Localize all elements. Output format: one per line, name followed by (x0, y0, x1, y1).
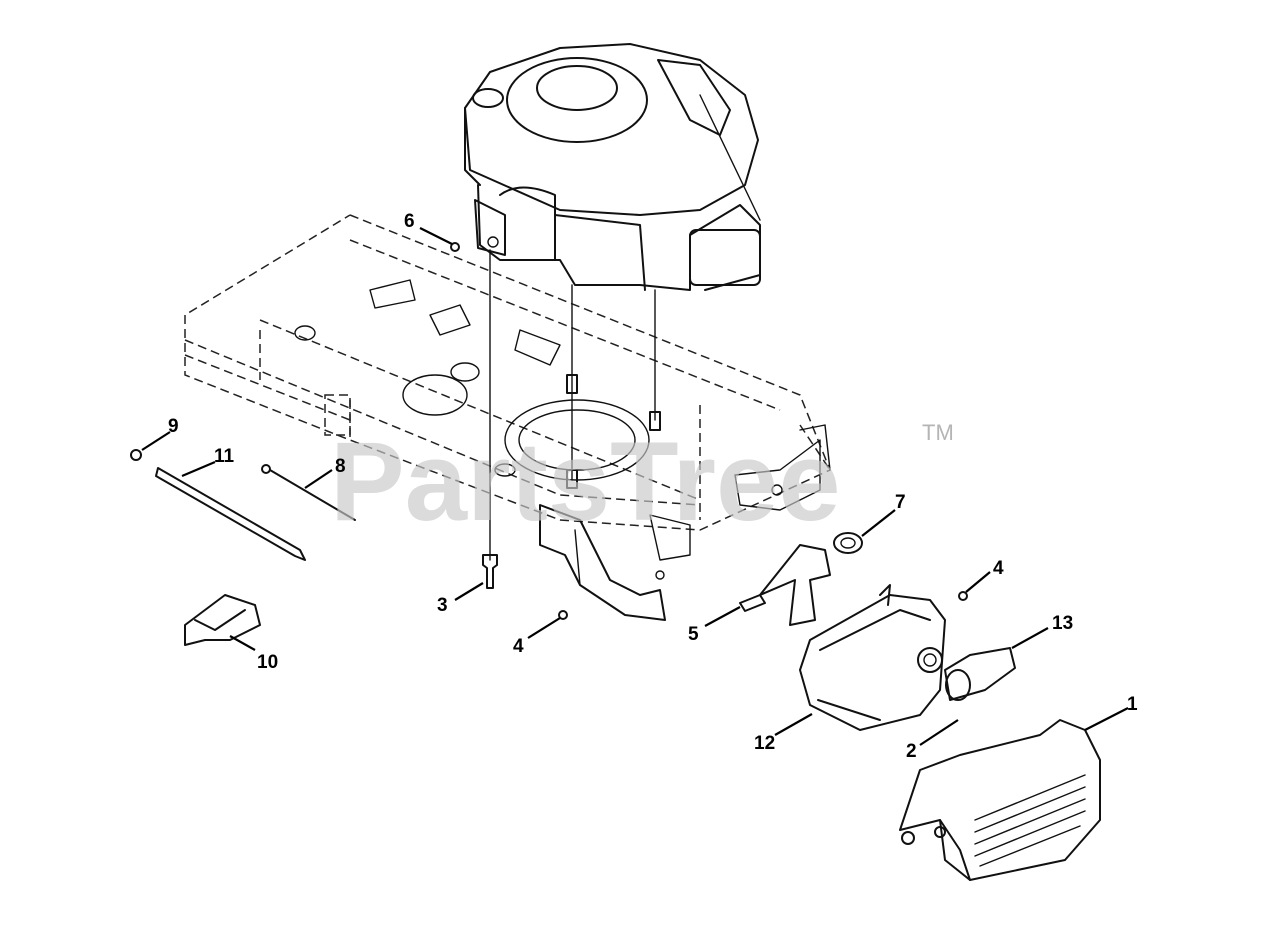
callout-7: 7 (895, 492, 906, 513)
engine (464, 43, 761, 291)
rod-and-cable (155, 464, 356, 561)
hardware (130, 242, 968, 620)
callout-10: 10 (257, 652, 278, 673)
muffler-guard (899, 719, 1101, 881)
callout-13: 13 (1052, 613, 1073, 634)
callout-2: 2 (906, 741, 917, 762)
callout-labels: 1 2 3 4 4 5 6 7 8 9 10 11 12 13 (168, 211, 1138, 762)
spark-arrestor (944, 647, 1016, 701)
watermark: PartsTree TM (330, 419, 954, 544)
callout-11: 11 (214, 446, 235, 467)
callout-leaders (141, 227, 1129, 746)
heat-shield-bracket (184, 594, 261, 646)
callout-6: 6 (404, 211, 415, 232)
callout-4b: 4 (993, 558, 1004, 579)
trademark-symbol: TM (922, 420, 954, 445)
guard-vents (974, 774, 1086, 867)
muffler (759, 544, 946, 731)
callout-8: 8 (335, 456, 346, 477)
callout-3: 3 (437, 595, 448, 616)
callout-9: 9 (168, 416, 179, 437)
gasket (833, 532, 863, 554)
callout-1: 1 (1127, 694, 1138, 715)
callout-12: 12 (754, 733, 775, 754)
tractor-frame (184, 214, 831, 621)
callout-5: 5 (688, 624, 699, 645)
callout-4a: 4 (513, 636, 524, 657)
watermark-text: PartsTree (330, 419, 841, 544)
mounting-lines (489, 249, 656, 561)
